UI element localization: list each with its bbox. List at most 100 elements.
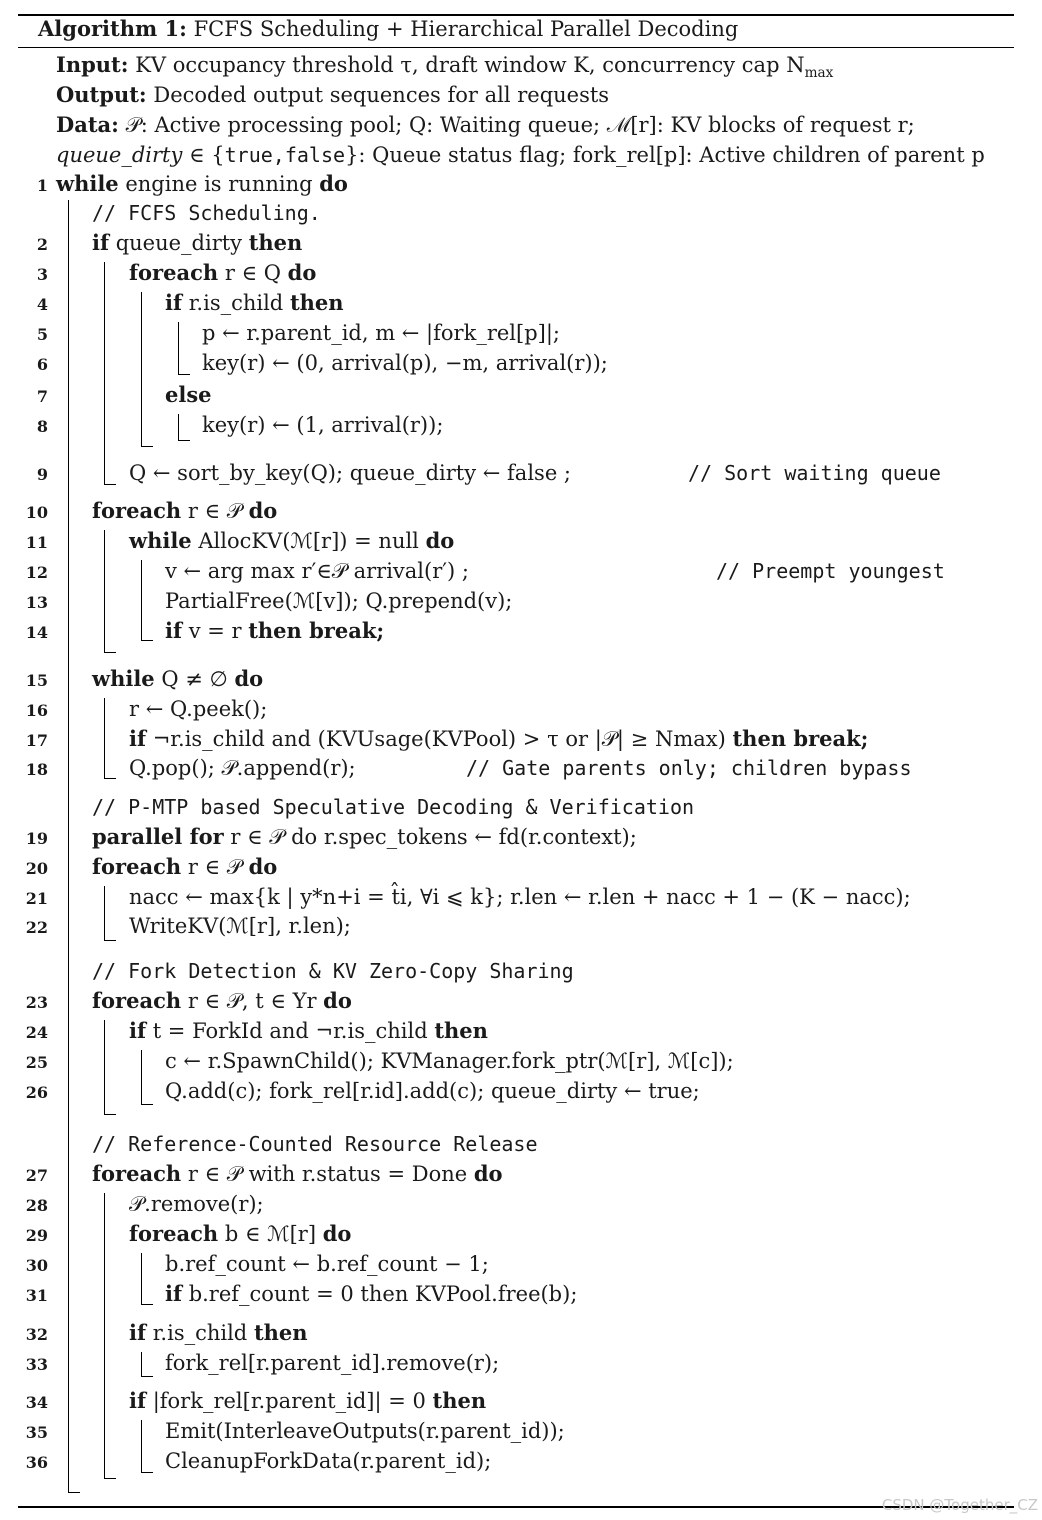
- line-number: 33: [25, 1355, 48, 1374]
- line-number: 35: [25, 1423, 48, 1442]
- line-number: 23: [25, 993, 48, 1012]
- algorithm-line: CleanupForkData(r.parent_id);: [165, 1449, 492, 1473]
- line-number: 7: [36, 387, 48, 406]
- algorithm-line: foreach r ∈ 𝒫 do: [92, 854, 278, 879]
- section-comment: // FCFS Scheduling.: [92, 201, 321, 225]
- block-bar-end: [104, 778, 116, 780]
- algorithm-line: Q.add(c); fork_rel[r.id].add(c); queue_d…: [165, 1079, 700, 1103]
- data-flag-values: true,false: [224, 143, 346, 167]
- comment-gate-parents: // Gate parents only; children bypass: [466, 756, 912, 780]
- block-bar: [104, 886, 106, 940]
- block-bar-end: [141, 640, 153, 642]
- algorithm-line: 𝒫.remove(r);: [129, 1192, 264, 1216]
- section-comment: // Fork Detection & KV Zero-Copy Sharing: [92, 959, 574, 983]
- data-label: Data:: [56, 112, 119, 137]
- line-number: 22: [25, 918, 48, 937]
- data-line-2: queue_dirty ∈ {true,false}: Queue status…: [56, 142, 985, 168]
- line-number: 15: [25, 671, 48, 690]
- line-number: 9: [36, 465, 48, 484]
- line-number: 28: [25, 1196, 48, 1215]
- data-flag-desc: }: Queue status flag; fork_rel[p]: Activ…: [345, 143, 985, 167]
- line-number: 11: [25, 533, 48, 552]
- line-number: 12: [25, 563, 48, 582]
- algorithm-line: parallel for r ∈ 𝒫 do r.spec_tokens ← fd…: [92, 824, 637, 849]
- input-label: Input:: [56, 52, 129, 77]
- block-bar: [68, 200, 70, 1492]
- line-number: 4: [36, 295, 48, 314]
- watermark: CSDN @Together_CZ: [881, 1496, 1038, 1514]
- line-number: 29: [25, 1226, 48, 1245]
- line-number: 34: [25, 1393, 48, 1412]
- title-rule: [18, 47, 1014, 48]
- block-bar: [178, 322, 180, 374]
- block-bar: [141, 1352, 143, 1376]
- algorithm-line: PartialFree(ℳ[v]); Q.prepend(v);: [165, 589, 513, 613]
- line-number: 6: [36, 355, 48, 374]
- algorithm-label: Algorithm 1:: [38, 16, 187, 41]
- block-bar: [141, 1253, 143, 1304]
- block-bar: [141, 1050, 143, 1104]
- block-bar-end: [104, 484, 116, 486]
- line-number: 3: [36, 265, 48, 284]
- algorithm-line: foreach b ∈ ℳ[r] do: [129, 1221, 352, 1246]
- block-bar: [104, 262, 106, 484]
- algorithm-line: v ← arg max r′∈𝒫 arrival(r′) ;: [165, 559, 469, 583]
- block-bar-end: [104, 1114, 116, 1116]
- input-line: Input: KV occupancy threshold τ, draft w…: [56, 52, 833, 86]
- line-number: 24: [25, 1023, 48, 1042]
- algorithm-line: nacc ← max{k | y*n+i = t̂i, ∀i ⩽ k}; r.l…: [129, 885, 911, 909]
- algorithm-line: WriteKV(ℳ[r], r.len);: [129, 914, 351, 938]
- output-text: Decoded output sequences for all request…: [153, 83, 610, 107]
- data-line: Data: 𝒫: Active processing pool; Q: Wait…: [56, 112, 915, 138]
- line-number: 19: [25, 829, 48, 848]
- line-number: 18: [25, 760, 48, 779]
- algorithm-line: while AllocKV(ℳ[r]) = null do: [129, 528, 455, 553]
- line-number: 10: [25, 503, 48, 522]
- input-sub: max: [804, 65, 834, 82]
- line-number: 31: [25, 1286, 48, 1305]
- algorithm-line: b.ref_count ← b.ref_count − 1;: [165, 1252, 489, 1276]
- block-bar: [141, 292, 143, 446]
- line-number: 5: [36, 325, 48, 344]
- algorithm-line: foreach r ∈ 𝒫 with r.status = Done do: [92, 1161, 503, 1186]
- line-number: 30: [25, 1256, 48, 1275]
- algorithm-title: Algorithm 1: FCFS Scheduling + Hierarchi…: [38, 16, 738, 42]
- algorithm-line: if b.ref_count = 0 then KVPool.free(b);: [165, 1281, 578, 1306]
- section-comment: // P-MTP based Speculative Decoding & Ve…: [92, 795, 695, 819]
- line-number: 1: [36, 176, 48, 195]
- algorithm-line: foreach r ∈ 𝒫, t ∈ Yr do: [92, 988, 352, 1013]
- block-bar-end: [141, 1472, 153, 1474]
- section-comment: // Reference-Counted Resource Release: [92, 1132, 538, 1156]
- algorithm-line: while Q ≠ ∅ do: [92, 666, 264, 691]
- algorithm-line: c ← r.SpawnChild(); KVManager.fork_ptr(ℳ…: [165, 1049, 734, 1073]
- block-bar-end: [104, 652, 116, 654]
- algorithm-line: if v = r then break;: [165, 618, 385, 643]
- block-bar: [104, 1193, 106, 1478]
- algorithm-line: if t = ForkId and ¬r.is_child then: [129, 1018, 488, 1043]
- algorithm-line: key(r) ← (1, arrival(r));: [202, 413, 444, 437]
- block-bar-end: [178, 374, 190, 376]
- line-number: 20: [25, 859, 48, 878]
- algorithm-line: Emit(InterleaveOutputs(r.parent_id));: [165, 1419, 565, 1443]
- algorithm-line: if r.is_child then: [129, 1320, 308, 1345]
- comment-sort-waiting-queue: // Sort waiting queue: [688, 461, 941, 485]
- block-bar-end: [178, 440, 190, 442]
- algorithm-line: foreach r ∈ 𝒫 do: [92, 498, 278, 523]
- comment-preempt-youngest: // Preempt youngest: [716, 559, 945, 583]
- block-bar-end: [141, 1376, 153, 1378]
- line-number: 21: [25, 889, 48, 908]
- output-label: Output:: [56, 82, 147, 107]
- block-bar: [104, 1020, 106, 1114]
- algorithm-line: while engine is running do: [56, 171, 348, 196]
- block-bar: [141, 1420, 143, 1472]
- algorithm-line: r ← Q.peek();: [129, 697, 268, 721]
- algorithm-line: Q ← sort_by_key(Q); queue_dirty ← false …: [129, 461, 571, 485]
- block-bar-end: [104, 1478, 116, 1480]
- data-flag-set-open: ∈ {: [189, 143, 225, 167]
- input-text: KV occupancy threshold τ, draft window K…: [135, 53, 805, 77]
- block-bar: [104, 698, 106, 778]
- line-number: 26: [25, 1083, 48, 1102]
- line-number: 32: [25, 1325, 48, 1344]
- block-bar-end: [141, 1104, 153, 1106]
